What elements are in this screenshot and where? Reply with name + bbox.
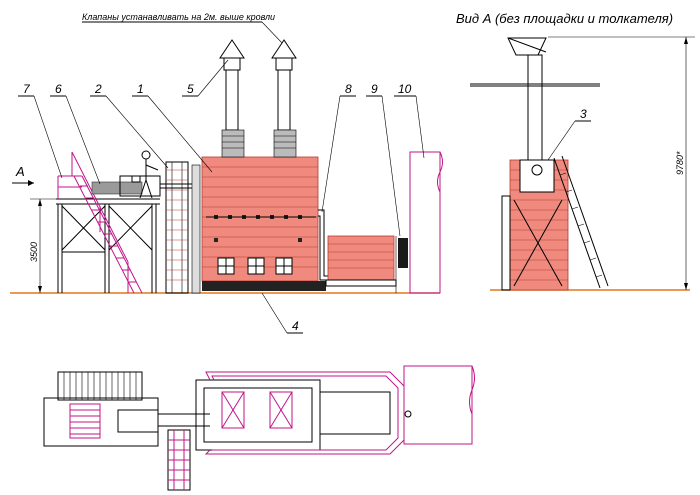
svg-text:1: 1 [137, 82, 144, 96]
svg-text:10: 10 [398, 82, 412, 96]
flue-pipe [318, 209, 330, 281]
callout-8: 8 [321, 82, 356, 213]
view-marker-a: А [15, 164, 25, 179]
callout-10: 10 [394, 82, 425, 159]
callout-3: 3 [547, 107, 591, 161]
bucket-conveyor [165, 161, 201, 294]
svg-text:2: 2 [94, 82, 102, 96]
svg-text:6: 6 [55, 82, 62, 96]
dimension-9780-label: 9780* [675, 151, 685, 175]
svg-text:7: 7 [23, 82, 31, 96]
dimension-3500-label: 3500 [29, 242, 39, 262]
operator-figure [139, 150, 159, 199]
valve-note: Клапаны устанавливать на 2м. выше кровли [82, 12, 275, 22]
callout-6: 6 [50, 82, 101, 185]
pusher-unit [91, 175, 200, 197]
svg-text:3: 3 [580, 107, 587, 121]
view-a-structure [470, 37, 600, 291]
view-a-title: Вид А (без площадки и толкателя) [456, 11, 673, 26]
view-arrow-icon [12, 180, 34, 186]
svg-text:8: 8 [345, 82, 352, 96]
dimension-9780 [548, 36, 695, 290]
valve-note-leader [261, 21, 284, 45]
view-a-conveyor [553, 155, 609, 289]
stairs [71, 151, 143, 294]
furnace-body [201, 156, 326, 291]
chimney-left [219, 39, 245, 158]
dimension-3500 [30, 198, 56, 293]
callout-7: 7 [18, 82, 63, 179]
plan-view [43, 365, 475, 491]
callout-9: 9 [366, 82, 401, 237]
callout-1: 1 [132, 82, 213, 173]
callout-5: 5 [182, 59, 229, 97]
building-wall [409, 151, 443, 294]
fan-unit [395, 236, 408, 293]
chimney-right [271, 39, 297, 158]
platform-structure [56, 175, 160, 293]
callout-4: 4 [261, 292, 303, 334]
svg-text:9: 9 [371, 82, 378, 96]
svg-text:4: 4 [292, 319, 299, 333]
secondary-chamber [325, 235, 397, 287]
svg-text:5: 5 [187, 82, 194, 96]
callout-2: 2 [90, 82, 169, 169]
